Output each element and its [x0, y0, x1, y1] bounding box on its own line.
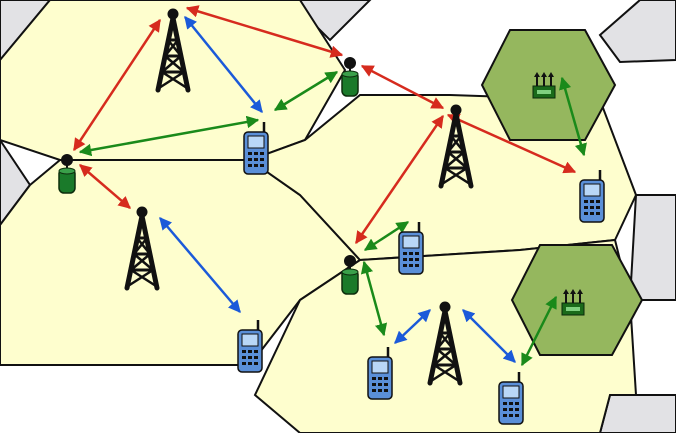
link-tower-b-phone-2 — [159, 217, 241, 313]
link-relay-1-tower-c — [360, 64, 445, 110]
small-cell-base-station-icon — [561, 288, 585, 316]
links — [72, 5, 587, 367]
link-smallbs-1-phone-3 — [559, 76, 587, 157]
outer-cell-bottom-right — [598, 394, 676, 433]
link-relay-left-phone-1 — [78, 115, 260, 157]
outer-cell-top-right — [598, 0, 676, 64]
small-cell-base-station-icon — [532, 71, 556, 99]
relay-node-icon — [341, 56, 359, 97]
link-relay-left-tower-b — [79, 164, 131, 209]
small-cell-top — [480, 29, 617, 141]
link-tower-a-relay-1 — [185, 5, 344, 58]
link-tower-a-phone-1 — [184, 16, 263, 113]
relay-node-icon — [341, 254, 359, 295]
link-tower-d-phone-6 — [462, 309, 516, 363]
outer-cell-right — [628, 194, 676, 301]
link-tower-c-phone-3 — [446, 113, 577, 174]
relay-node-icon — [58, 153, 76, 194]
link-relay-1-phone-1 — [273, 70, 339, 112]
link-smallbs-2-phone-6 — [520, 295, 558, 367]
link-relay-2-phone-5 — [360, 260, 388, 337]
link-relay-2-phone-4 — [363, 220, 410, 252]
link-phone-5-tower-d — [394, 309, 431, 344]
